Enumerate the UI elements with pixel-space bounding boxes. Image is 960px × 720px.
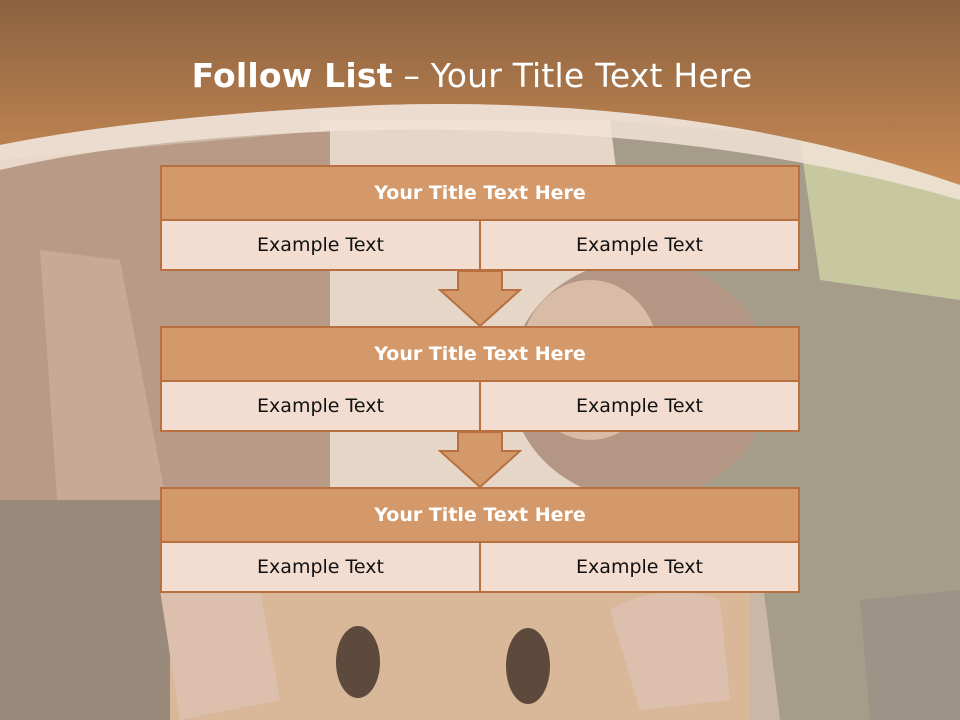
- block-row: Example Text Example Text: [160, 382, 800, 432]
- block-cell-right: Example Text: [479, 543, 798, 591]
- block-title: Your Title Text Here: [160, 326, 800, 382]
- down-arrow-icon: [438, 270, 522, 328]
- follow-block-1: Your Title Text Here Example Text Exampl…: [160, 165, 800, 271]
- slide-title-bold: Follow List: [191, 56, 393, 95]
- block-cell-left: Example Text: [162, 382, 479, 430]
- slide-title: Follow List – Your Title Text Here: [0, 52, 944, 100]
- block-row: Example Text Example Text: [160, 221, 800, 271]
- block-row: Example Text Example Text: [160, 543, 800, 593]
- down-arrow-icon: [438, 431, 522, 489]
- block-title: Your Title Text Here: [160, 165, 800, 221]
- block-cell-left: Example Text: [162, 543, 479, 591]
- follow-block-2: Your Title Text Here Example Text Exampl…: [160, 326, 800, 432]
- block-cell-right: Example Text: [479, 382, 798, 430]
- block-cell-left: Example Text: [162, 221, 479, 269]
- follow-block-3: Your Title Text Here Example Text Exampl…: [160, 487, 800, 593]
- block-title: Your Title Text Here: [160, 487, 800, 543]
- slide-title-rest: – Your Title Text Here: [392, 56, 753, 95]
- block-cell-right: Example Text: [479, 221, 798, 269]
